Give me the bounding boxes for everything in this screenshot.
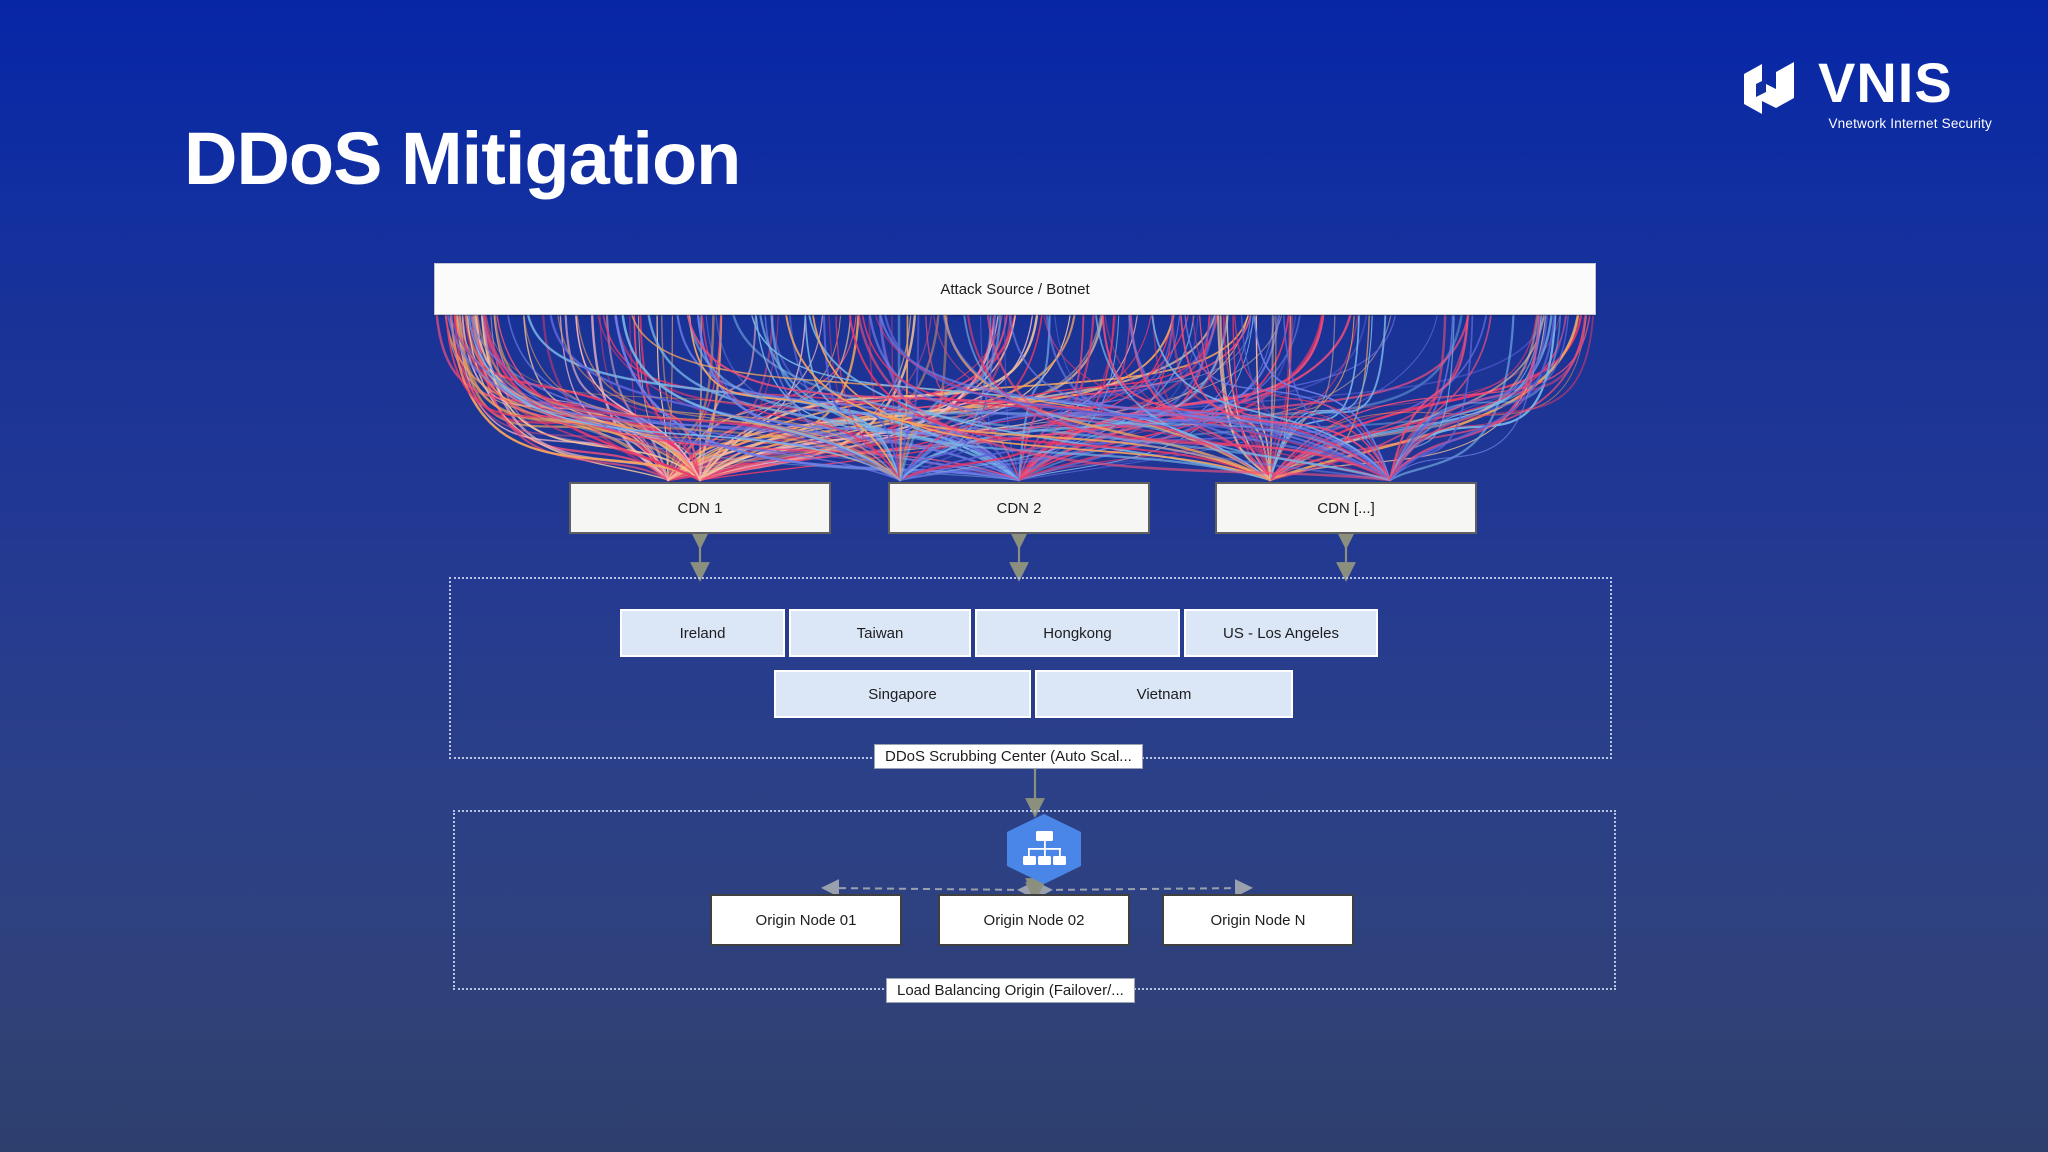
- cdn-node-2[interactable]: CDN 2: [888, 482, 1150, 534]
- region-vietnam[interactable]: Vietnam: [1035, 670, 1293, 718]
- scrubbing-center-label: DDoS Scrubbing Center (Auto Scal...: [874, 744, 1143, 769]
- region-taiwan[interactable]: Taiwan: [789, 609, 971, 657]
- origin-node-01[interactable]: Origin Node 01: [710, 894, 902, 946]
- region-singapore[interactable]: Singapore: [774, 670, 1031, 718]
- brand-tagline: Vnetwork Internet Security: [1828, 116, 1992, 131]
- load-balancing-label: Load Balancing Origin (Failover/...: [886, 978, 1135, 1003]
- region-us-los-angeles[interactable]: US - Los Angeles: [1184, 609, 1378, 657]
- origin-node-n[interactable]: Origin Node N: [1162, 894, 1354, 946]
- region-hongkong[interactable]: Hongkong: [975, 609, 1180, 657]
- origin-node-02[interactable]: Origin Node 02: [938, 894, 1130, 946]
- load-balancer-hexagon-icon[interactable]: [1003, 812, 1085, 886]
- region-ireland[interactable]: Ireland: [620, 609, 785, 657]
- page-title: DDoS Mitigation: [184, 117, 741, 200]
- brand-name: VNIS: [1818, 51, 1953, 114]
- attack-source-box[interactable]: Attack Source / Botnet: [434, 263, 1596, 315]
- vnis-cube-icon: [1744, 62, 1794, 114]
- cdn-node-1[interactable]: CDN 1: [569, 482, 831, 534]
- brand-logo: VNIS Vnetwork Internet Security: [1742, 52, 1992, 144]
- cdn-node-3[interactable]: CDN [...]: [1215, 482, 1477, 534]
- scrubbing-center-group: [449, 577, 1612, 759]
